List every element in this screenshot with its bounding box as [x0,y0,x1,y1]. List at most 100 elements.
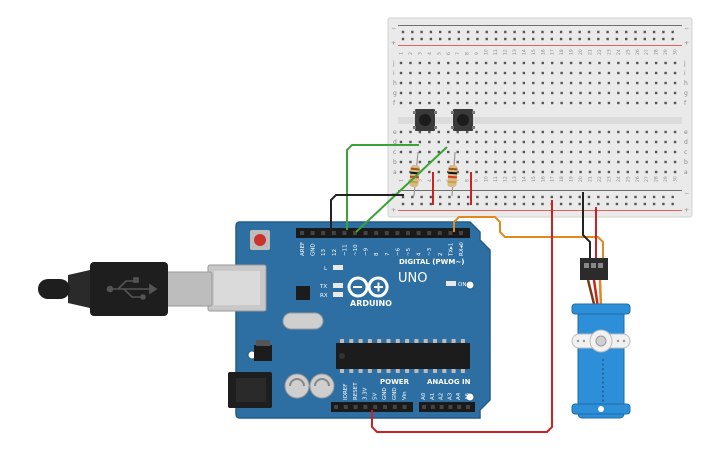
terminal-hole[interactable] [626,130,629,134]
terminal-hole[interactable] [437,81,440,85]
header-pin[interactable] [383,405,387,409]
terminal-hole[interactable] [503,101,507,105]
terminal-hole[interactable] [503,71,507,75]
rail-hole[interactable] [606,195,609,199]
terminal-hole[interactable] [428,170,431,174]
terminal-hole[interactable] [569,130,573,134]
rail-hole[interactable] [662,202,665,206]
terminal-hole[interactable] [418,150,422,154]
terminal-hole[interactable] [673,91,677,95]
rail-hole[interactable] [485,202,488,206]
terminal-hole[interactable] [437,91,440,95]
terminal-hole[interactable] [399,150,403,154]
terminal-hole[interactable] [447,61,450,65]
terminal-hole[interactable] [522,81,526,85]
servo-horn[interactable] [571,329,631,353]
terminal-hole[interactable] [645,140,648,144]
rail-hole[interactable] [411,37,414,41]
terminal-hole[interactable] [551,91,554,95]
terminal-hole[interactable] [626,71,629,75]
rail-hole[interactable] [569,202,572,206]
terminal-hole[interactable] [428,91,431,95]
terminal-hole[interactable] [428,61,431,65]
rail-hole[interactable] [457,30,460,34]
header-pin[interactable] [374,231,379,235]
terminal-hole[interactable] [418,140,422,144]
rail-hole[interactable] [420,30,423,34]
terminal-hole[interactable] [503,170,507,174]
terminal-hole[interactable] [560,71,563,75]
rail-hole[interactable] [485,37,488,41]
rail-hole[interactable] [522,37,526,41]
terminal-hole[interactable] [494,71,497,75]
rail-hole[interactable] [569,30,572,34]
terminal-hole[interactable] [465,170,469,174]
terminal-hole[interactable] [475,130,478,134]
rail-hole[interactable] [541,202,544,206]
header-pin[interactable] [448,405,453,409]
terminal-hole[interactable] [437,101,440,105]
header-pin[interactable] [457,405,462,409]
header-pin[interactable] [416,231,421,235]
terminal-hole[interactable] [532,91,535,95]
terminal-hole[interactable] [588,130,592,134]
terminal-hole[interactable] [475,140,478,144]
rail-hole[interactable] [485,30,488,34]
terminal-hole[interactable] [626,170,629,174]
rail-hole[interactable] [597,30,600,34]
rail-hole[interactable] [476,30,479,34]
rail-hole[interactable] [504,195,507,199]
rail-hole[interactable] [662,30,665,34]
rail-hole[interactable] [448,37,451,41]
header-pin[interactable] [384,231,389,235]
header-pin[interactable] [430,405,435,409]
rail-hole[interactable] [550,37,553,41]
terminal-hole[interactable] [532,140,535,144]
terminal-hole[interactable] [532,101,535,105]
terminal-hole[interactable] [437,150,440,154]
terminal-hole[interactable] [598,91,601,95]
terminal-hole[interactable] [475,150,478,154]
rail-hole[interactable] [569,195,572,199]
terminal-hole[interactable] [664,150,667,154]
terminal-hole[interactable] [598,150,601,154]
terminal-hole[interactable] [541,101,544,105]
rail-hole[interactable] [522,195,526,199]
terminal-hole[interactable] [560,101,563,105]
terminal-hole[interactable] [475,61,478,65]
terminal-hole[interactable] [579,150,582,154]
terminal-hole[interactable] [560,91,563,95]
rail-hole[interactable] [494,195,498,199]
terminal-hole[interactable] [673,101,677,105]
terminal-hole[interactable] [522,150,526,154]
terminal-hole[interactable] [494,81,497,85]
rail-hole[interactable] [597,195,600,199]
terminal-hole[interactable] [560,160,563,164]
terminal-hole[interactable] [607,61,611,65]
wire-red-5v[interactable] [371,200,553,433]
terminal-hole[interactable] [447,81,450,85]
terminal-hole[interactable] [513,140,516,144]
terminal-hole[interactable] [598,81,601,85]
terminal-hole[interactable] [494,160,497,164]
terminal-hole[interactable] [617,81,620,85]
terminal-hole[interactable] [399,170,403,174]
terminal-hole[interactable] [654,71,658,75]
terminal-hole[interactable] [664,170,667,174]
terminal-hole[interactable] [494,130,497,134]
header-pin[interactable] [321,231,326,235]
rail-hole[interactable] [615,30,619,34]
header-pin[interactable] [310,231,315,235]
terminal-hole[interactable] [418,61,422,65]
rail-hole[interactable] [532,37,535,41]
rail-hole[interactable] [625,202,628,206]
rail-hole[interactable] [550,195,553,199]
wire-green-2[interactable] [355,146,448,233]
terminal-hole[interactable] [598,170,601,174]
terminal-hole[interactable] [645,61,648,65]
rail-hole[interactable] [606,37,609,41]
terminal-hole[interactable] [551,140,554,144]
terminal-hole[interactable] [579,170,582,174]
terminal-hole[interactable] [447,170,450,174]
terminal-hole[interactable] [617,101,620,105]
